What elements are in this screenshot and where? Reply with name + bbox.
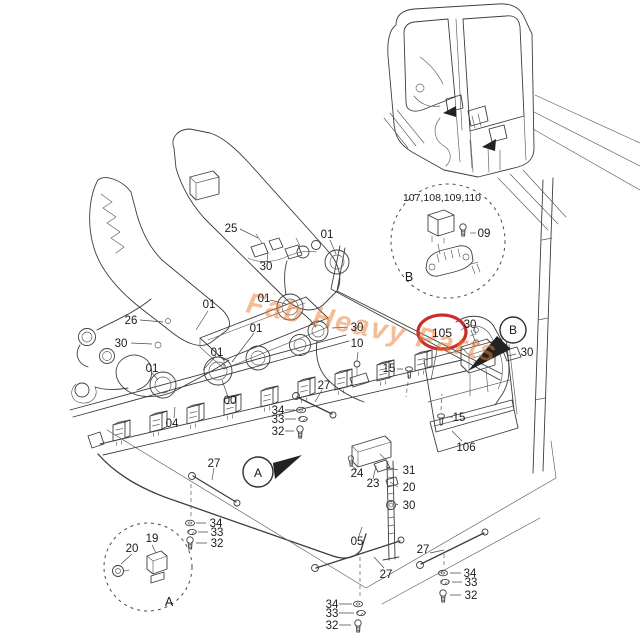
part-label-27: 27 [318, 380, 331, 392]
part-label-23: 23 [367, 478, 380, 490]
part-label-04: 04 [166, 418, 179, 430]
view-marker-b [468, 316, 527, 371]
part-label-27: 27 [380, 569, 393, 581]
part-label-01: 01 [211, 347, 224, 359]
part-label-34: 34 [464, 568, 477, 580]
part-label-B: B [405, 270, 413, 284]
part-label-05: 05 [351, 536, 364, 548]
view-marker-a [242, 455, 302, 488]
part-label-32: 32 [272, 426, 285, 438]
part-label-32: 32 [211, 538, 224, 550]
part-label-30: 30 [521, 347, 534, 359]
part-label-33: 33 [272, 414, 285, 426]
part-label-A: A [254, 466, 262, 480]
part-label-15: 15 [453, 412, 466, 424]
part-label-19: 19 [146, 533, 159, 545]
part-label-15: 15 [383, 363, 396, 375]
part-label-01: 01 [146, 363, 159, 375]
part-label-01: 01 [258, 293, 271, 305]
part-label-01: 01 [321, 229, 334, 241]
part-label-24: 24 [351, 468, 364, 480]
leader-lines [120, 228, 517, 599]
part-label-30: 30 [351, 322, 364, 334]
part-label-32: 32 [465, 590, 478, 602]
part-label-34: 34 [210, 518, 223, 530]
boom-arm-drawing [89, 128, 341, 370]
cab-drawing [383, 3, 640, 474]
bolt-09-icon [459, 223, 467, 237]
part-label-33: 33 [465, 577, 478, 589]
part-label-27: 27 [417, 544, 430, 556]
marker-b-arrow-icon [468, 336, 511, 371]
connector-rail [87, 349, 467, 559]
part-label-105: 105 [432, 326, 452, 340]
part-label-A: A [165, 595, 174, 609]
part-label-33: 33 [211, 527, 224, 539]
relay-part [146, 550, 168, 584]
part-label-30: 30 [464, 319, 477, 331]
cab-arrow-icon [443, 106, 456, 117]
wiring-harness [69, 245, 503, 418]
part-label-34: 34 [272, 405, 285, 417]
part-label-34: 34 [326, 599, 339, 611]
highlight-circle-105 [416, 313, 468, 351]
part-labels-layer: 107,108,109,110 09B 25 30 01 26 30 01 01 01 01 01 00… [115, 192, 534, 632]
part-label-32: 32 [326, 620, 339, 632]
part-label-20: 20 [126, 543, 139, 555]
part-label-107,108,109,110: 107,108,109,110 [403, 192, 481, 204]
part-label-27: 27 [208, 458, 221, 470]
cab-arrow-icon [482, 139, 496, 151]
part-label-09: 09 [478, 228, 491, 240]
fastener-group [185, 406, 462, 633]
detail-b-circle [390, 183, 506, 299]
part-label-B: B [509, 323, 517, 337]
part-label-26: 26 [125, 315, 138, 327]
part-label-00: 00 [224, 395, 237, 407]
part-label-10: 10 [351, 338, 364, 350]
part-label-31: 31 [403, 465, 416, 477]
detail-a-circle [103, 522, 193, 612]
valve-cluster [247, 233, 321, 262]
bracket-part [425, 245, 481, 277]
part-label-30: 30 [403, 500, 416, 512]
part-label-01: 01 [250, 323, 263, 335]
harness-rods [188, 392, 489, 572]
part-label-30: 30 [115, 338, 128, 350]
part-label-20: 20 [403, 482, 416, 494]
marker-a-arrow-icon [273, 455, 302, 479]
floor-outline [106, 429, 557, 605]
part-label-106: 106 [456, 442, 475, 454]
relay-part [427, 209, 455, 255]
detail-view-a [103, 522, 193, 612]
watermark-text: Fab Heavy Parts [244, 287, 501, 368]
part-label-30: 30 [260, 261, 273, 273]
bolt-24-icon [347, 455, 355, 467]
part-label-01: 01 [203, 299, 216, 311]
part-label-33: 33 [326, 608, 339, 620]
part-label-25: 25 [225, 223, 238, 235]
detail-view-b [390, 183, 506, 299]
